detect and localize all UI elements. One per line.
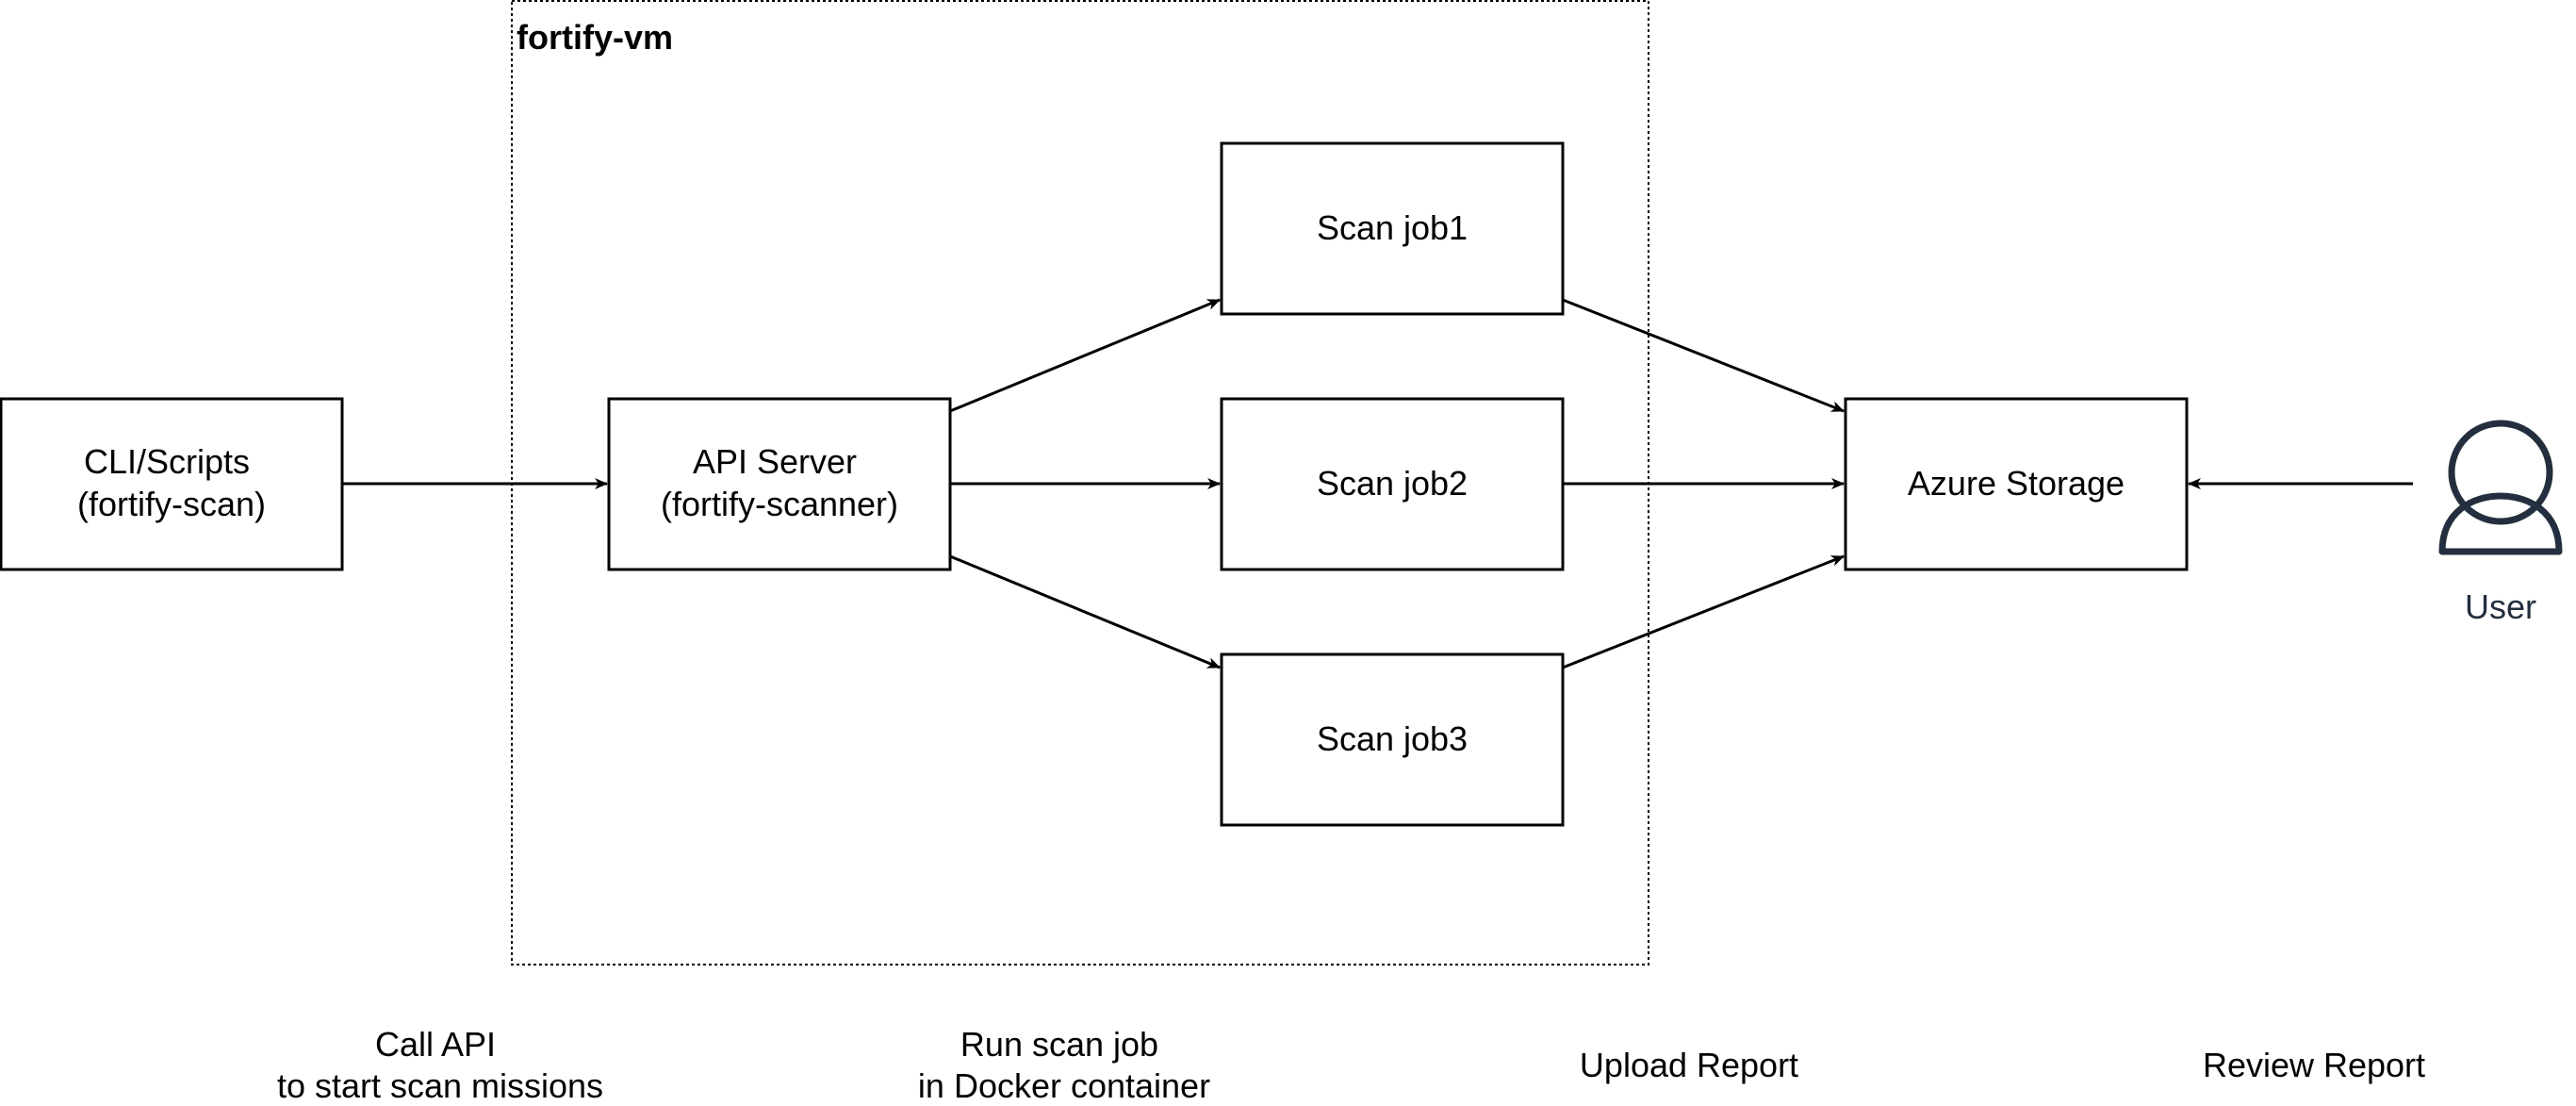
caption-run-scan-line2: in Docker container xyxy=(918,1066,1210,1105)
cli-node-line2: (fortify-scan) xyxy=(77,485,266,523)
edge-job3-to-storage xyxy=(1562,554,1845,669)
caption-review-report: Review Report xyxy=(2203,1046,2425,1084)
caption-call-api: Call API to start scan missions xyxy=(277,1025,603,1105)
api-node-line2: (fortify-scanner) xyxy=(661,485,898,523)
azure-storage-label: Azure Storage xyxy=(1908,464,2125,503)
cli-node-line1: CLI/Scripts xyxy=(84,442,250,481)
edge-api-to-job1 xyxy=(949,298,1221,413)
scan-job2-label: Scan job2 xyxy=(1317,464,1468,503)
azure-storage-node: Azure Storage xyxy=(1844,397,2189,571)
edge-job1-to-storage xyxy=(1562,298,1845,413)
api-server-node: API Server (fortify-scanner) xyxy=(607,397,952,571)
caption-upload-report: Upload Report xyxy=(1580,1046,1798,1084)
api-node-line1: API Server xyxy=(693,442,857,481)
connectors xyxy=(342,298,2413,669)
scan-job1-node: Scan job1 xyxy=(1220,141,1565,316)
scan-job3-label: Scan job3 xyxy=(1317,719,1468,758)
svg-text:CLI/Scripts (fortify-sca: CLI/Scripts (fortify-scan) xyxy=(77,442,266,523)
group-label: fortify-vm xyxy=(517,18,673,57)
cli-scripts-node: CLI/Scripts (fortify-scan) xyxy=(0,397,344,571)
scan-job3-node: Scan job3 xyxy=(1220,652,1565,827)
user-icon xyxy=(2438,420,2563,555)
caption-run-scan-line1: Run scan job xyxy=(960,1025,1158,1064)
edge-api-to-job3 xyxy=(949,554,1221,669)
svg-text:API Server (fortify-scan: API Server (fortify-scanner) xyxy=(661,442,898,523)
scan-job2-node: Scan job2 xyxy=(1220,397,1565,571)
caption-run-scan: Run scan job in Docker container xyxy=(918,1025,1210,1105)
user-label: User xyxy=(2465,587,2536,626)
caption-call-api-line1: Call API xyxy=(375,1025,496,1064)
scan-job1-label: Scan job1 xyxy=(1317,208,1468,247)
caption-call-api-line2: to start scan missions xyxy=(277,1066,603,1105)
